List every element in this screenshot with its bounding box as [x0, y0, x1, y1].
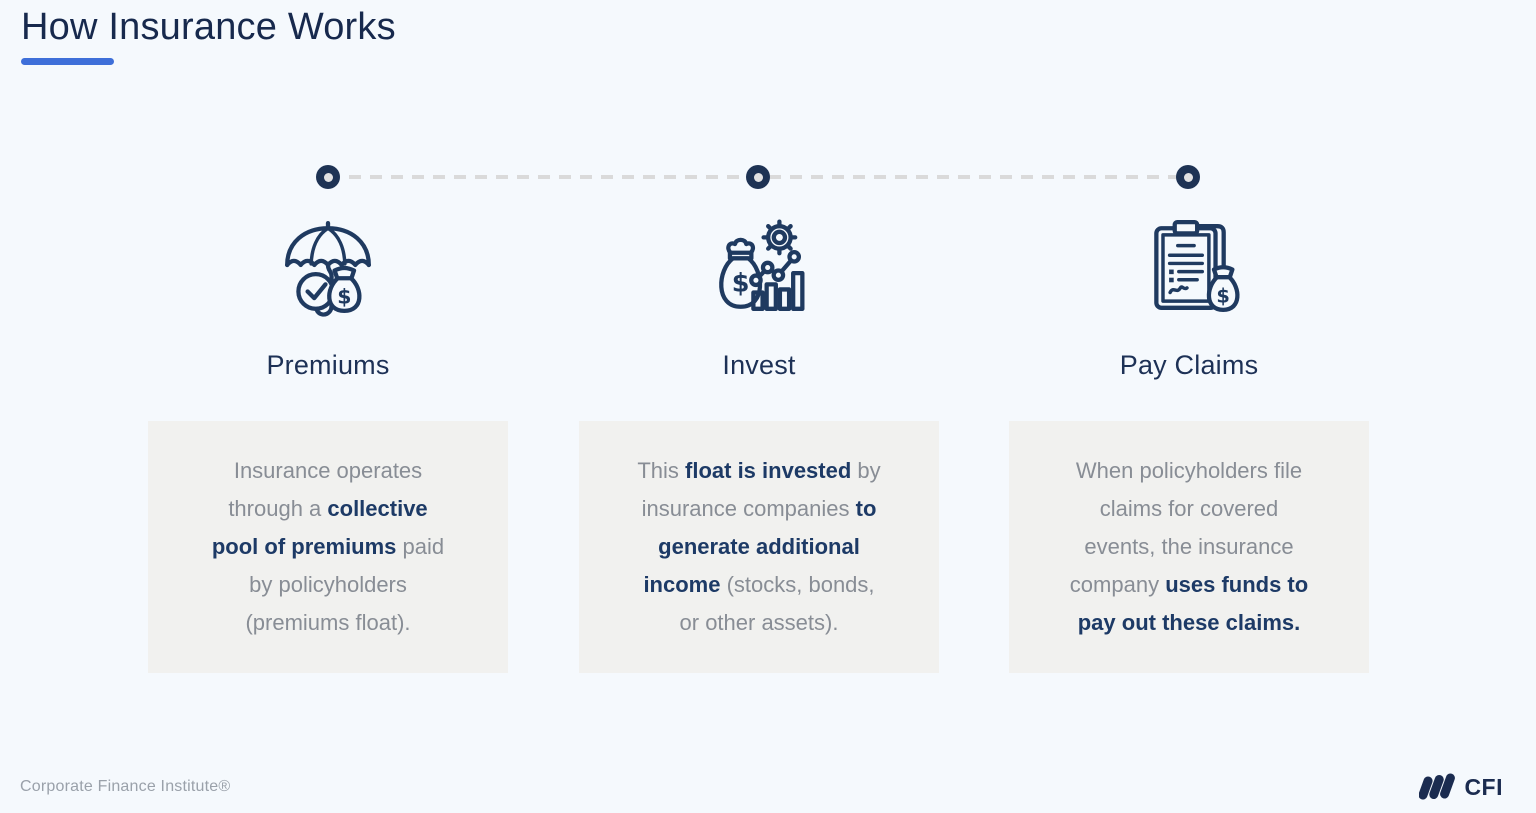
card-text: or other assets). — [679, 610, 839, 635]
card-text: by policyholders — [249, 572, 407, 597]
timeline-dot-pay-claims — [1176, 165, 1200, 189]
dollar-sign-glyph: $ — [732, 268, 750, 298]
timeline-dot-invest — [746, 165, 770, 189]
title-underline — [21, 58, 114, 65]
step-column-premiums: $ Premiums Insurance operates through a c… — [148, 0, 508, 673]
card-text: This — [637, 458, 686, 483]
card-text: Insurance operates — [233, 458, 423, 483]
description-card-pay-claims: When policyholders file claims for covere… — [1009, 421, 1369, 673]
step-label-pay-claims: Pay Claims — [1119, 350, 1259, 380]
card-text-bold: uses funds to — [1165, 572, 1309, 597]
card-text: events, the insurance — [1084, 534, 1294, 559]
umbrella-clock-moneybag-icon: $ — [277, 216, 379, 318]
card-text: (stocks, bonds, — [720, 572, 875, 597]
step-label-premiums: Premiums — [266, 350, 390, 380]
card-text-line: company uses funds to — [1009, 566, 1369, 604]
timeline-dot-premiums — [316, 165, 340, 189]
card-text-line: income (stocks, bonds, — [579, 566, 939, 604]
card-text-line: Insurance operates — [148, 452, 508, 490]
card-text-line: generate additional — [579, 528, 939, 566]
card-text: paid — [396, 534, 445, 559]
dollar-sign-glyph: $ — [1216, 285, 1229, 308]
card-text-bold: income — [643, 572, 721, 597]
card-text: through a — [228, 496, 328, 521]
card-text-line: insurance companies to — [579, 490, 939, 528]
card-text-bold: pay out these claims. — [1077, 610, 1301, 635]
moneybag-gear-growth-chart-icon: $ — [708, 216, 810, 318]
card-text: When policyholders file — [1075, 458, 1303, 483]
timeline-dot-center — [1183, 172, 1193, 182]
card-text-line: or other assets). — [579, 604, 939, 642]
card-text: insurance companies — [641, 496, 856, 521]
footer-attribution: Corporate Finance Institute® — [20, 778, 231, 795]
card-text-bold: pool of premiums — [211, 534, 397, 559]
card-text: (premiums float). — [245, 610, 411, 635]
card-text-bold: collective — [327, 496, 428, 521]
step-column-pay-claims: $ Pay Claims When policyholders file clai… — [1009, 0, 1369, 673]
clipboard-moneybag-icon: $ — [1138, 216, 1240, 318]
card-text: claims for covered — [1099, 496, 1279, 521]
page-title: How Insurance Works — [21, 6, 396, 48]
timeline-dot-center — [323, 172, 333, 182]
card-text-line: claims for covered — [1009, 490, 1369, 528]
cfi-logo-bars-icon — [1419, 773, 1456, 800]
card-text-line: through a collective — [148, 490, 508, 528]
card-text-line: events, the insurance — [1009, 528, 1369, 566]
card-text-line: (premiums float). — [148, 604, 508, 642]
cfi-logo-text: CFI — [1464, 773, 1503, 800]
card-text-bold: generate additional — [658, 534, 860, 559]
step-label-invest: Invest — [722, 350, 796, 380]
card-text: company — [1069, 572, 1166, 597]
card-text-bold: to — [855, 496, 877, 521]
card-text-line: by policyholders — [148, 566, 508, 604]
card-text-line: When policyholders file — [1009, 452, 1369, 490]
card-text-line: pool of premiums paid — [148, 528, 508, 566]
card-text-line: This float is invested by — [579, 452, 939, 490]
timeline-dot-center — [753, 172, 763, 182]
dollar-sign-glyph: $ — [337, 285, 351, 309]
card-text-bold: float is invested — [685, 458, 852, 483]
cfi-logo: CFI — [1419, 773, 1503, 801]
card-text-line: pay out these claims. — [1009, 604, 1369, 642]
card-text: by — [851, 458, 881, 483]
